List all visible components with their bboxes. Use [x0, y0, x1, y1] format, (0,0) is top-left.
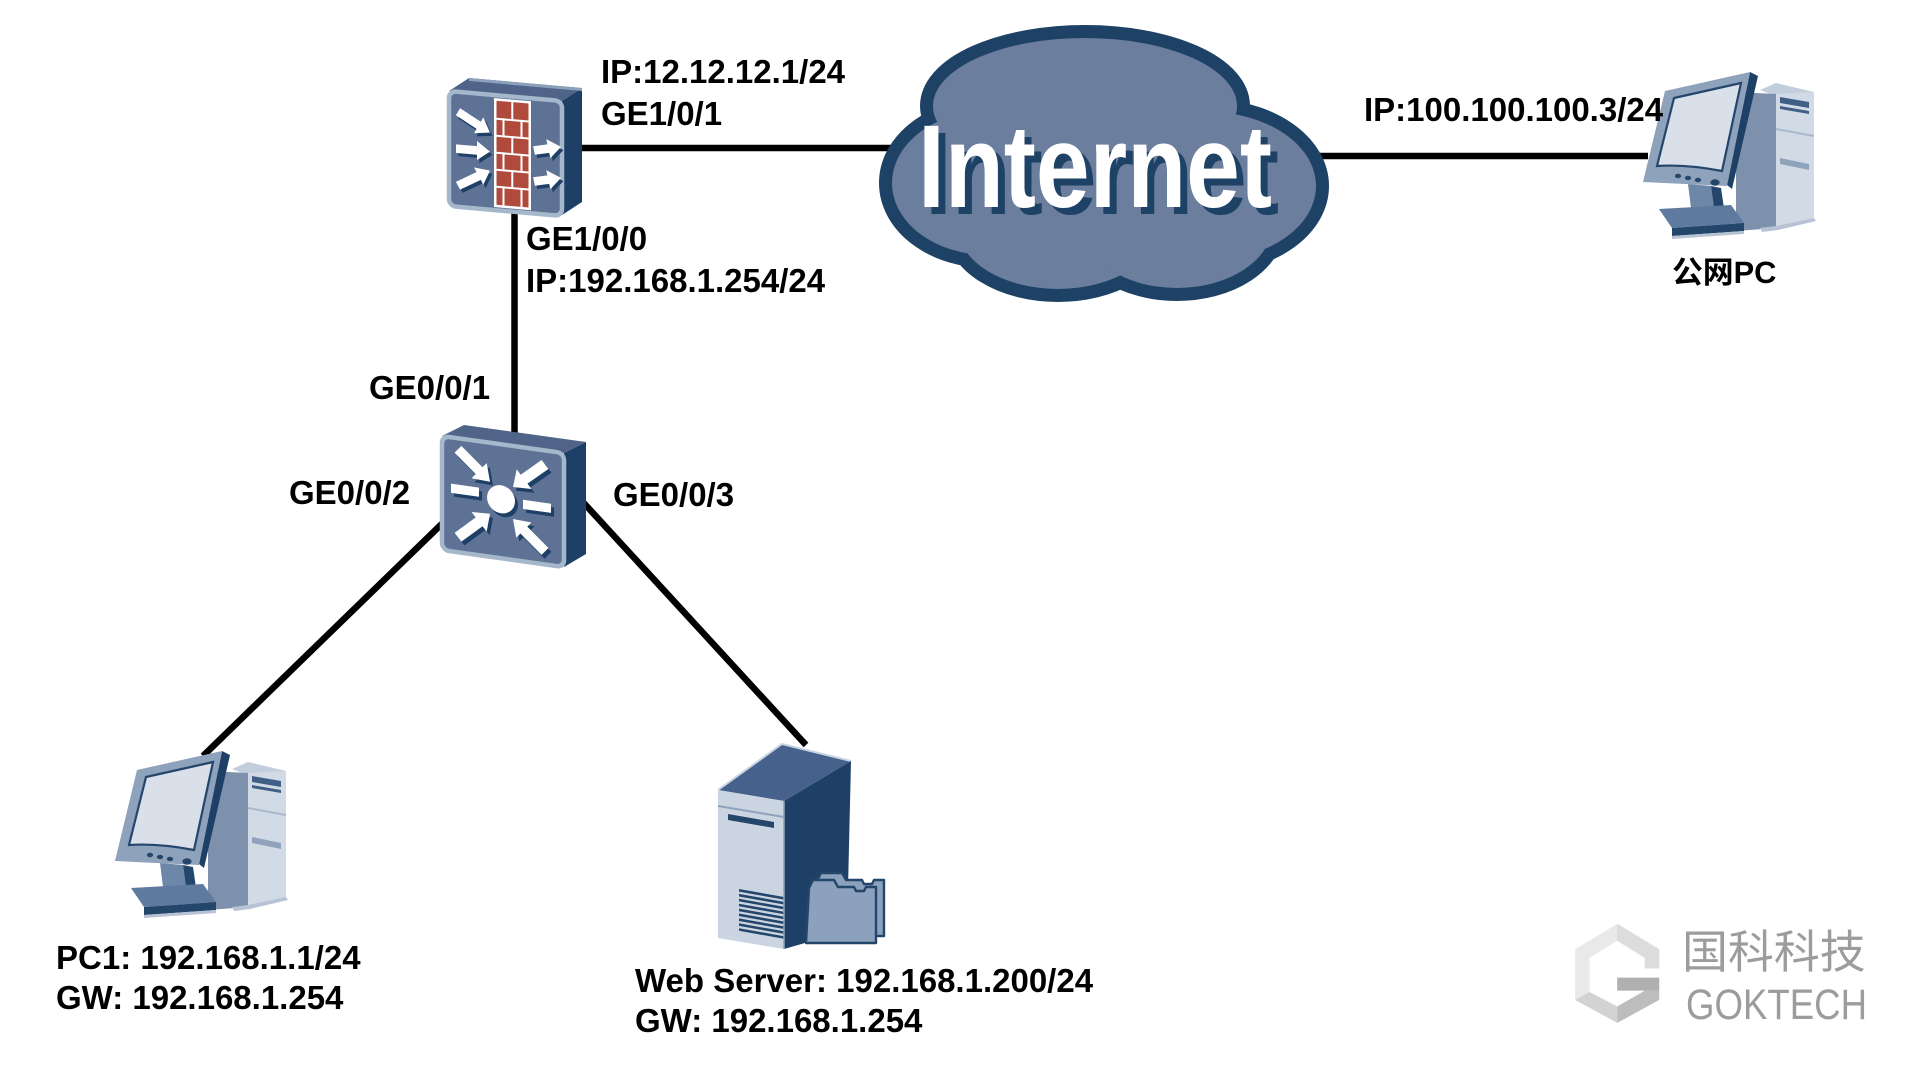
label-pc1-ip: PC1: 192.168.1.1/24 [56, 938, 361, 976]
link-switch-pc1[interactable] [200, 511, 455, 759]
pc1-icon[interactable] [115, 751, 288, 918]
label-sw-port-server: GE0/0/3 [613, 475, 735, 513]
internet-cloud[interactable]: Internet Internet [879, 25, 1329, 302]
switch-icon[interactable] [439, 425, 586, 569]
internet-cloud-label: Internet [918, 101, 1272, 233]
label-web-server-ip: Web Server: 192.168.1.200/24 [635, 961, 1094, 999]
label-sw-uplink: GE0/0/1 [369, 368, 491, 406]
label-pc1-gw: GW: 192.168.1.254 [56, 978, 344, 1016]
firewall-arrows-icon [455, 108, 564, 193]
server-tower-icon [717, 742, 852, 949]
label-fw-wan-if: GE1/0/1 [601, 94, 723, 132]
label-web-server-gw: GW: 192.168.1.254 [635, 1001, 923, 1039]
label-public-pc-ip: IP:100.100.100.3/24 [1364, 90, 1664, 128]
label-fw-lan-ip: IP:192.168.1.254/24 [526, 262, 826, 300]
internet-cloud-shadow-text: Internet [925, 108, 1279, 240]
goktech-logo-cn [1685, 929, 1865, 972]
label-fw-lan-if: GE1/0/0 [526, 220, 648, 258]
pc-stand-base-icon [1659, 184, 1744, 239]
goktech-logo-en: GOKTECH [1686, 982, 1867, 1029]
public-pc-icon[interactable] [1643, 72, 1816, 239]
server-folders-icon [804, 871, 886, 945]
pc-tower-icon [208, 762, 288, 911]
firewall-brick-wall-icon [494, 97, 531, 211]
pc-monitor-icon [1643, 72, 1758, 189]
public-pc-label [1673, 257, 1776, 286]
switch-converging-arrows-icon [451, 445, 554, 559]
web-server-icon[interactable] [717, 742, 886, 949]
firewall-icon[interactable] [446, 78, 582, 218]
link-switch-server[interactable] [567, 485, 809, 748]
pc-monitor-icon [115, 751, 230, 868]
pc-stand-base-icon [131, 863, 216, 918]
label-sw-port-pc1: GE0/0/2 [289, 473, 411, 511]
label-fw-wan-ip: IP:12.12.12.1/24 [601, 52, 846, 90]
goktech-logo-mark [1575, 923, 1660, 1023]
goktech-logo: GOKTECH [1575, 923, 1867, 1029]
